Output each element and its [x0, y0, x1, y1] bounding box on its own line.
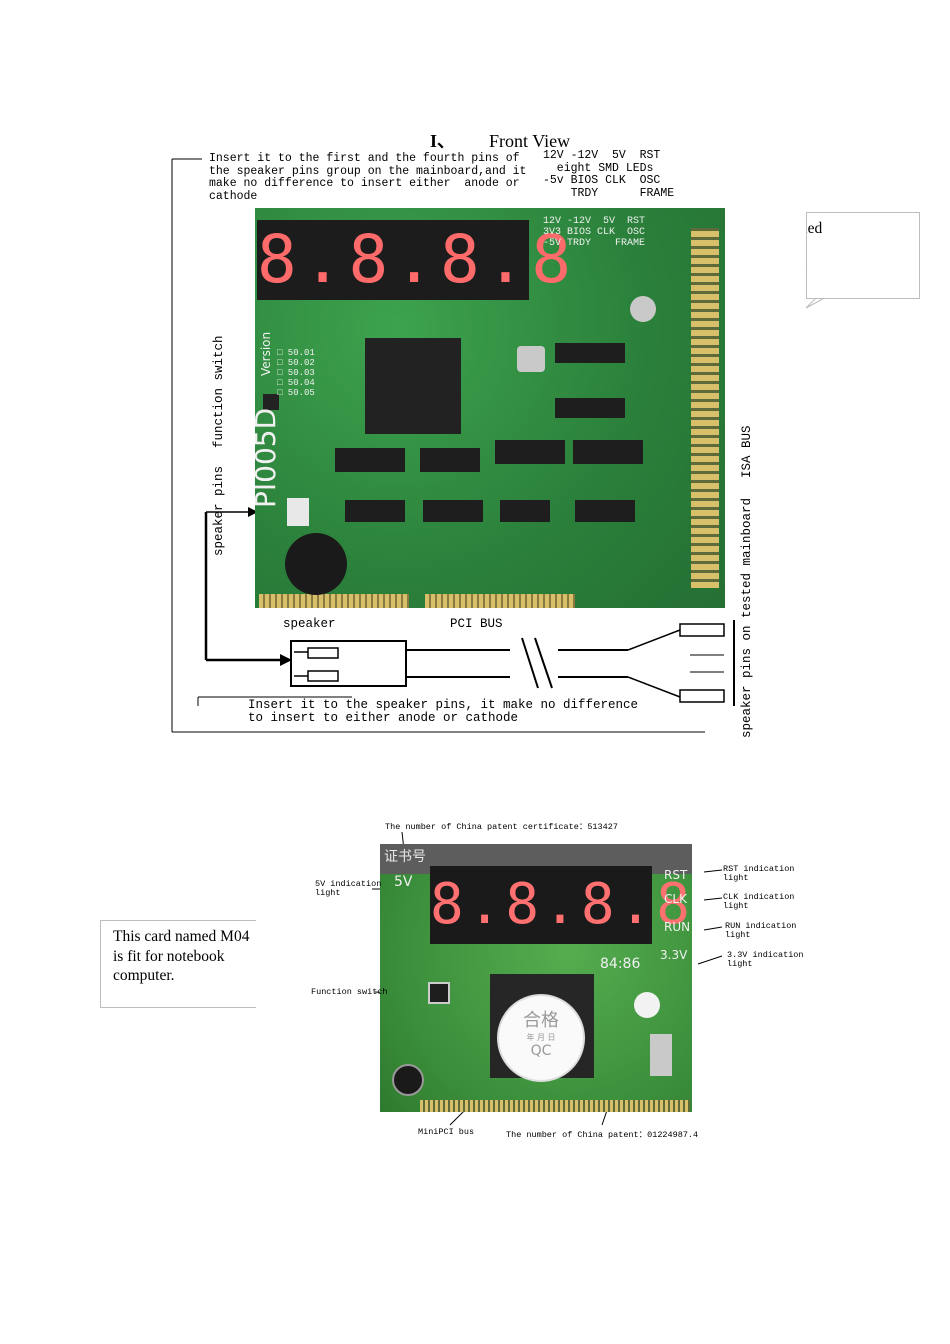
board-5v: 5V	[394, 874, 413, 890]
board-3-3v: 3.3V	[660, 948, 688, 962]
pci-isa-diagnostic-card-photo: 8.8.8.8 12V -12V 5V RST 3V3 BIOS CLK OSC…	[249, 208, 725, 608]
board-run: RUN	[664, 920, 691, 934]
chip	[555, 398, 625, 418]
board-rst: RST	[664, 868, 688, 882]
crystal-oscillator	[650, 1034, 672, 1076]
board-led-labels: 12V -12V 5V RST 3V3 BIOS CLK OSC -5V TRD…	[543, 216, 646, 249]
minipci-edge-connector	[420, 1100, 690, 1112]
label-function-switch: Function switch	[311, 987, 388, 997]
seven-segment-display: 8.8.8.8	[430, 866, 690, 944]
crystal-oscillator	[517, 346, 545, 372]
chip	[365, 338, 461, 434]
label-run-indication-light: RUN indication light	[725, 921, 797, 940]
figure1-connector-lines	[171, 158, 829, 733]
chip	[575, 500, 635, 522]
mounting-hole	[630, 296, 656, 322]
note-first-fourth-pins: Insert it to the first and the fourth pi…	[209, 152, 527, 203]
patent-number: The number of China patent：01224987.4	[506, 1130, 699, 1140]
stamp-qc: QC	[530, 1043, 552, 1059]
board-code: 84:86	[600, 956, 641, 972]
pci-edge-connector	[425, 594, 575, 608]
function-switch-button	[428, 982, 450, 1004]
function-switch-button	[263, 394, 279, 410]
callout-card-description-left: This card named M04 is fit for notebook …	[100, 920, 256, 1008]
patent-certificate-number: The number of China patent certificate：5…	[385, 822, 618, 832]
chip	[495, 440, 565, 464]
section-title: Front View	[489, 131, 571, 151]
note-insert-speaker-pins: Insert it to the speaker pins, it make n…	[248, 698, 639, 725]
isa-edge-connector	[691, 228, 719, 588]
note-led-legend: 12V -12V 5V RST eight SMD LEDs -5v BIOS …	[543, 149, 675, 200]
minipci-diagnostic-card-photo: 证书号 8.8.8.8 5V RST CLK RUN 3.3V 84:86 合格…	[380, 844, 692, 1112]
label-pci-bus: PCI BUS	[450, 617, 503, 631]
callout-text: This card named M04 is fit for notebook …	[113, 928, 250, 984]
chip	[420, 448, 480, 472]
callout-text: rd that named is fit for n computer	[807, 220, 823, 276]
cert-stamp: 证书号	[384, 849, 426, 865]
board-post-codes: □ 50.01 □ 50.02 □ 50.03 □ 50.04 □ 50.05	[277, 348, 315, 398]
board-clk: CLK	[664, 892, 687, 906]
capacitor	[392, 1064, 424, 1096]
speaker-header	[287, 498, 309, 526]
buzzer	[285, 533, 347, 595]
chip	[345, 500, 405, 522]
stamp-top: 合格	[523, 1010, 559, 1031]
chip	[555, 343, 625, 363]
chip	[423, 500, 483, 522]
chip	[335, 448, 405, 472]
pci-edge-connector	[259, 594, 409, 608]
chip	[573, 440, 643, 464]
mounting-hole	[634, 992, 660, 1018]
callout-card-description-right: rd that named is fit for n computer	[806, 212, 920, 299]
label-5v-indication-light: 5V indication light	[315, 879, 382, 898]
stamp-date: 年 月 日	[526, 1033, 556, 1042]
label-rst-indication-light: RST indication light	[723, 864, 795, 883]
section-number: I、	[430, 131, 456, 151]
section-heading: I、 Front View	[430, 127, 570, 153]
label-clk-indication-light: CLK indication light	[723, 892, 795, 911]
label-3-3v-indication-light: 3.3V indication light	[727, 950, 804, 969]
label-minipci-bus: MiniPCI bus	[418, 1127, 475, 1137]
seven-segment-display: 8.8.8.8	[257, 220, 578, 300]
qc-pass-sticker: 合格 年 月 日 QC	[497, 994, 585, 1082]
chip	[500, 500, 550, 522]
label-speaker: speaker	[283, 617, 336, 631]
